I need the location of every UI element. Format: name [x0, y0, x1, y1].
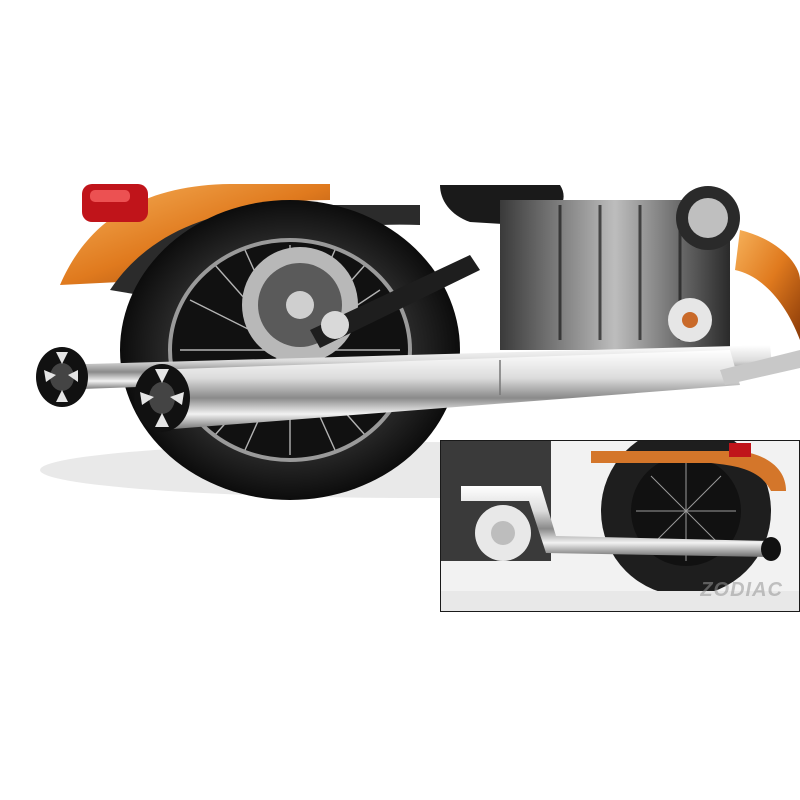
swingarm [310, 255, 480, 348]
muffler-tip-rear-left [36, 347, 88, 407]
inset-fender [591, 451, 786, 491]
watermark-logo: ZODIAC [700, 579, 783, 601]
inset-exhaust-pipe [461, 486, 771, 557]
inset-detail-photo: ZODIAC [440, 440, 800, 612]
muffler-tip-rear-right [134, 364, 190, 432]
front-fender [735, 230, 800, 340]
tail-light [82, 184, 148, 222]
footpeg [720, 350, 800, 385]
exhaust-pipe-lower [150, 350, 740, 430]
inset-muffler-tip [761, 537, 781, 561]
